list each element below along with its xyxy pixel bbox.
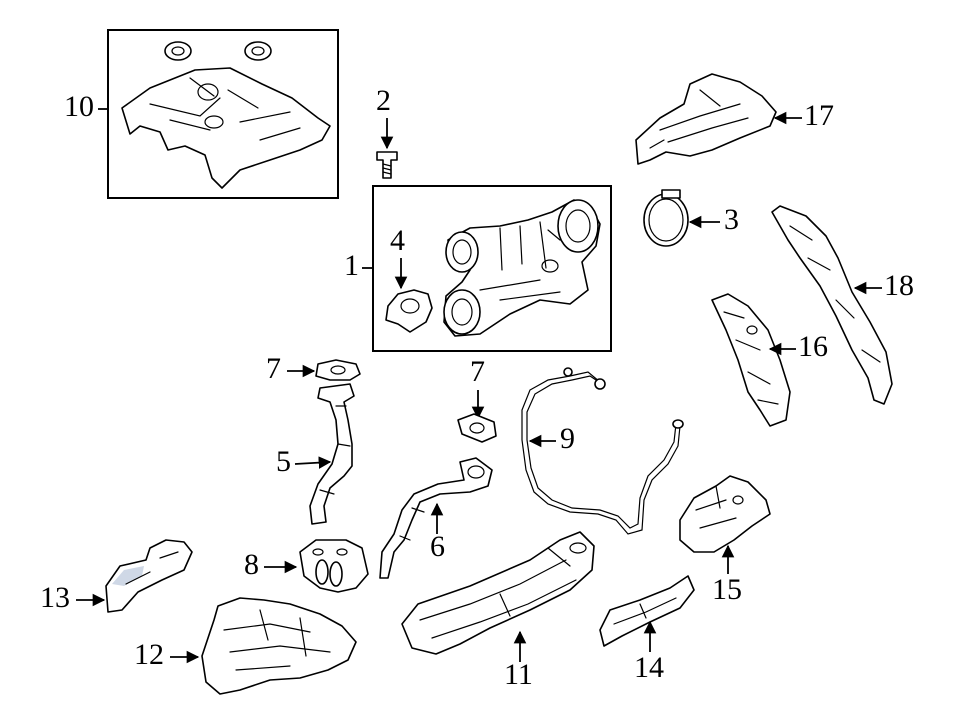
callout-15: 15 [712,573,742,606]
part-5-oil-line [309,383,355,525]
part-18-heat-shield [771,205,893,405]
part-13-highlight [112,566,144,586]
part-15-bracket-group: 15 [679,475,771,606]
part-8-fitting-group: 8 [244,539,369,593]
callout-18: 18 [884,269,914,302]
callout-3: 3 [724,203,739,236]
part-10-engine-cover [121,67,331,189]
part-5-oil-line-group: 5 [276,383,355,525]
part-7-gasket-left-group: 7 [266,352,361,385]
part-1-turbocharger-group: 1 4 [344,185,612,352]
part-18-heat-shield-group: 18 [771,205,914,405]
callout-11: 11 [504,658,533,691]
part-13-heat-shield-group: 13 [40,539,193,614]
part-17-heat-shield-group: 17 [635,73,834,165]
callout-1: 1 [344,249,359,282]
callout-2: 2 [376,84,391,117]
callout-7-right: 7 [470,355,485,388]
callout-5: 5 [276,445,291,478]
part-13-heat-shield [105,539,193,613]
callout-7-left: 7 [266,352,281,385]
part-10-grommet-right [244,41,272,61]
part-10-grommet-left [164,41,192,61]
callout-8: 8 [244,548,259,581]
part-7-gasket-right-group: 7 [457,355,497,443]
part-15-bracket [679,475,771,553]
callout-9: 9 [560,422,575,455]
callout-6: 6 [430,530,445,563]
part-9-coolant-line [521,371,681,535]
part-12-heat-shield-group: 12 [134,597,357,695]
callout-4: 4 [390,224,405,257]
part-11-heat-shield-group: 11 [401,531,595,691]
part-7-gasket-left [315,359,361,381]
callout-17: 17 [804,99,834,132]
part-3-clamp-group: 3 [643,189,739,247]
part-4-actuator [385,289,433,333]
part-16-heat-shield-group: 16 [711,293,828,427]
leader-5 [294,456,332,469]
part-10-engine-cover-group: 10 [64,29,339,199]
part-17-heat-shield [635,73,777,165]
part-9-coolant-lines-group: 9 [521,367,684,535]
part-7-gasket-right [457,413,497,443]
callout-12: 12 [134,638,164,671]
callout-14: 14 [634,651,664,684]
callout-10: 10 [64,90,94,123]
part-14-heat-shield-group: 14 [599,575,695,684]
part-3-clamp [643,193,689,247]
part-2-bolt-group: 2 [376,84,398,179]
part-16-heat-shield [711,293,791,427]
part-10-box [107,29,339,199]
callout-13: 13 [40,581,70,614]
callout-16: 16 [798,330,828,363]
part-6-return-line [379,457,493,579]
part-6-return-line-group: 6 [379,457,493,579]
